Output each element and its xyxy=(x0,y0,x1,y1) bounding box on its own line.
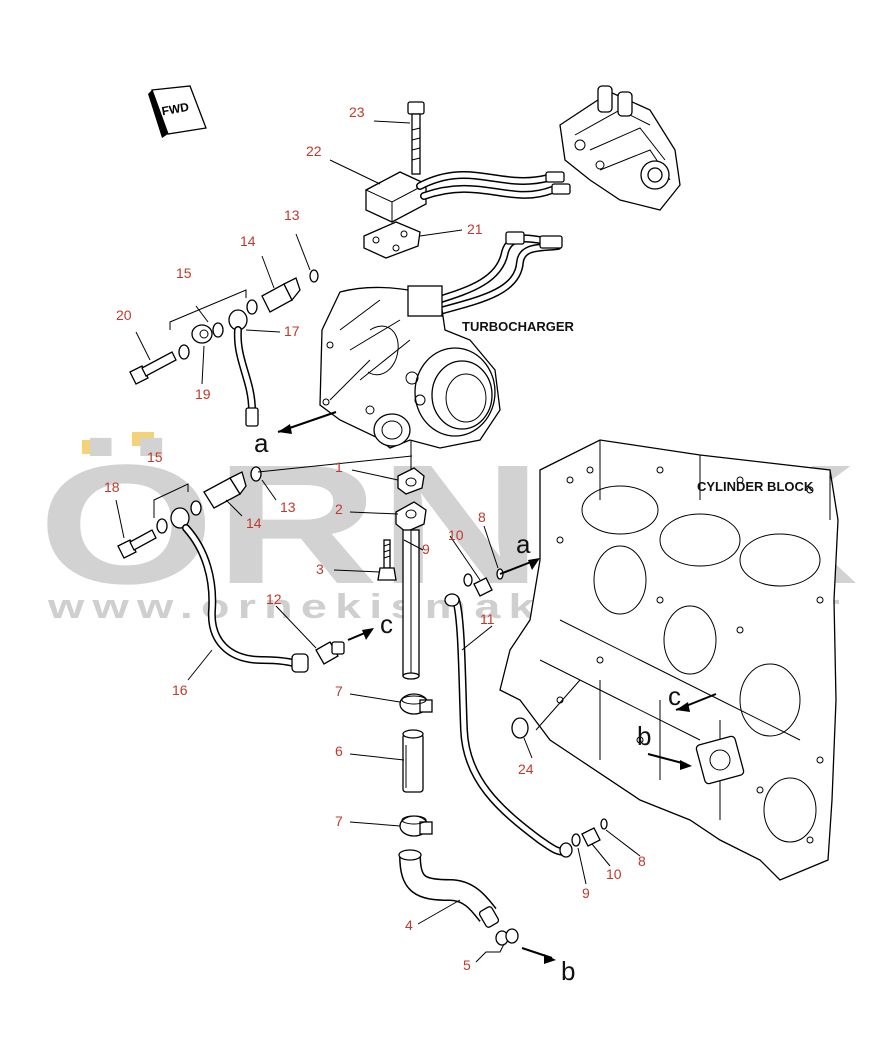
flow-letter-b-block: b xyxy=(637,721,651,751)
callout-2: 2 xyxy=(335,501,343,517)
oring-13-lower xyxy=(250,466,262,482)
callout-13-lower: 13 xyxy=(280,499,296,515)
leader-lines xyxy=(115,120,641,963)
callout-18: 18 xyxy=(104,479,120,495)
flow-letter-a-turbo: a xyxy=(254,428,269,458)
callout-9-upper: 9 xyxy=(422,541,430,557)
turbocharger-label: TURBOCHARGER xyxy=(462,319,575,334)
callout-4: 4 xyxy=(405,917,413,933)
connector-10-lower xyxy=(581,827,601,847)
callout-7-upper: 7 xyxy=(335,683,343,699)
tube-16 xyxy=(170,507,309,673)
oring-13-upper xyxy=(309,269,319,283)
callout-8-lower: 8 xyxy=(638,853,646,869)
hose-6 xyxy=(402,729,424,793)
callout-15-lower: 15 xyxy=(147,449,163,465)
tube-17 xyxy=(228,309,259,427)
callout-11: 11 xyxy=(480,611,495,627)
connector-12 xyxy=(315,641,345,665)
callouts: 23 22 21 13 14 15 17 20 19 1 13 14 2 15 … xyxy=(104,104,646,973)
clamp-7-upper xyxy=(399,693,433,715)
turbocharger xyxy=(319,285,501,449)
callout-16: 16 xyxy=(172,682,188,698)
washer-15d xyxy=(190,500,202,516)
callout-8-upper: 8 xyxy=(478,509,486,525)
bolt-3 xyxy=(377,539,397,581)
callout-1: 1 xyxy=(335,459,343,475)
flow-letter-c-block: c xyxy=(668,681,681,711)
callout-13-upper: 13 xyxy=(284,207,300,223)
bolt-20 xyxy=(129,351,177,385)
flow-letter-a-block: a xyxy=(516,529,531,559)
callout-19: 19 xyxy=(195,386,211,402)
flow-letter-c-left: c xyxy=(380,609,393,639)
bolt-18 xyxy=(117,529,157,559)
callout-24: 24 xyxy=(518,761,534,777)
drain-tube xyxy=(402,529,420,680)
bolt-23 xyxy=(407,101,425,175)
pump-assembly xyxy=(559,85,681,211)
manifold-block-22 xyxy=(364,171,428,223)
callout-7-lower: 7 xyxy=(335,813,343,829)
callout-22: 22 xyxy=(306,143,322,159)
washer-15c xyxy=(156,518,168,534)
sensor-hose xyxy=(432,231,563,316)
callout-14-lower: 14 xyxy=(246,515,262,531)
callout-17: 17 xyxy=(284,323,300,339)
callout-20: 20 xyxy=(116,307,132,323)
washer-9-lower xyxy=(571,833,581,847)
fitting-19 xyxy=(191,324,213,344)
cylinder-block-label: CYLINDER BLOCK xyxy=(697,479,814,494)
fwd-text: FWD xyxy=(161,100,191,119)
flange-1 xyxy=(397,467,425,495)
gasket-21 xyxy=(363,221,421,259)
callout-5: 5 xyxy=(463,957,471,973)
callout-6: 6 xyxy=(335,743,343,759)
fittings-5 xyxy=(495,928,519,946)
watermark-accent-left xyxy=(82,440,104,454)
adapter-14-upper xyxy=(246,277,301,315)
cylinder-block xyxy=(499,439,839,881)
adapter-14-lower xyxy=(203,471,247,509)
callout-23: 23 xyxy=(349,104,365,120)
plug-24 xyxy=(511,717,529,739)
washer-9-upper xyxy=(463,573,473,587)
elbow-hose-4 xyxy=(398,849,500,928)
callout-21: 21 xyxy=(467,221,483,237)
clamp-7-lower xyxy=(399,815,433,837)
callout-10-lower: 10 xyxy=(606,866,622,882)
flange-2 xyxy=(395,501,427,533)
oring-8-lower xyxy=(600,818,608,830)
callout-15-upper: 15 xyxy=(176,265,192,281)
washer-15b xyxy=(212,322,224,338)
hoses-22-to-pump xyxy=(416,171,571,200)
callout-9-lower: 9 xyxy=(582,885,590,901)
callout-12: 12 xyxy=(266,591,282,607)
callout-3: 3 xyxy=(316,561,324,577)
washer-15a xyxy=(178,344,190,360)
watermark-accent-right xyxy=(132,432,154,446)
fwd-badge: FWD xyxy=(148,85,207,138)
flow-letter-b-bottom: b xyxy=(561,956,575,986)
connector-10-upper xyxy=(473,577,493,597)
flow-arrows xyxy=(277,411,717,964)
callout-14-upper: 14 xyxy=(240,233,256,249)
callout-10-upper: 10 xyxy=(448,527,464,543)
tube-11 xyxy=(444,593,573,858)
